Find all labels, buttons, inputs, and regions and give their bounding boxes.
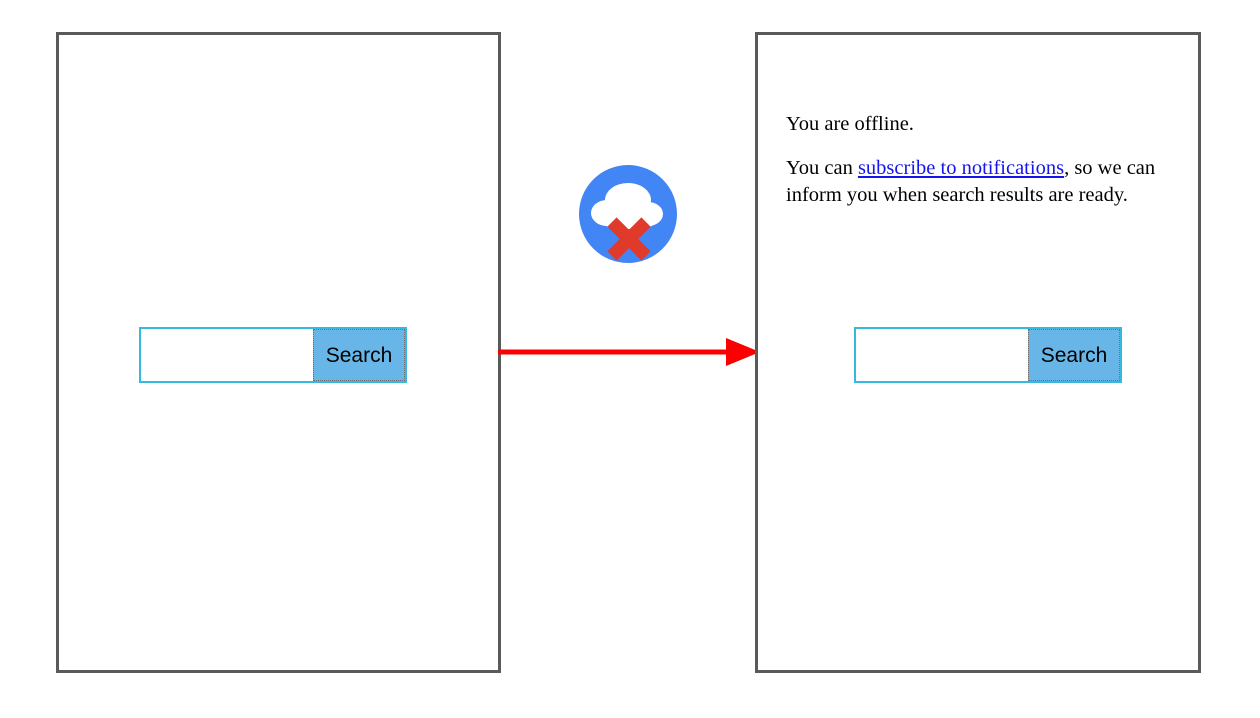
after-state-screen: You are offline. You can subscribe to no… (755, 32, 1201, 673)
subscribe-line-suffix: , so we can inform you when search resul… (786, 157, 1156, 207)
search-button-after[interactable]: Search (1028, 329, 1120, 381)
search-input-before[interactable] (141, 329, 313, 381)
offline-message-block: You are offline. You can subscribe to no… (786, 111, 1176, 209)
offline-cloud-icon (579, 165, 677, 263)
cross-mark-icon (607, 217, 651, 261)
search-button-before[interactable]: Search (313, 329, 405, 381)
search-widget-after[interactable]: Search (854, 327, 1122, 383)
search-widget-before[interactable]: Search (139, 327, 407, 383)
before-state-screen: Search (56, 32, 501, 673)
subscribe-to-notifications-link[interactable]: subscribe to notifications (857, 157, 1065, 180)
transition-arrow-icon (498, 338, 760, 366)
subscribe-line-prefix: You can (786, 157, 858, 180)
search-input-after[interactable] (856, 329, 1028, 381)
offline-subscribe-line: You can subscribe to notifications, so w… (786, 155, 1176, 209)
offline-status-line: You are offline. (786, 113, 914, 135)
